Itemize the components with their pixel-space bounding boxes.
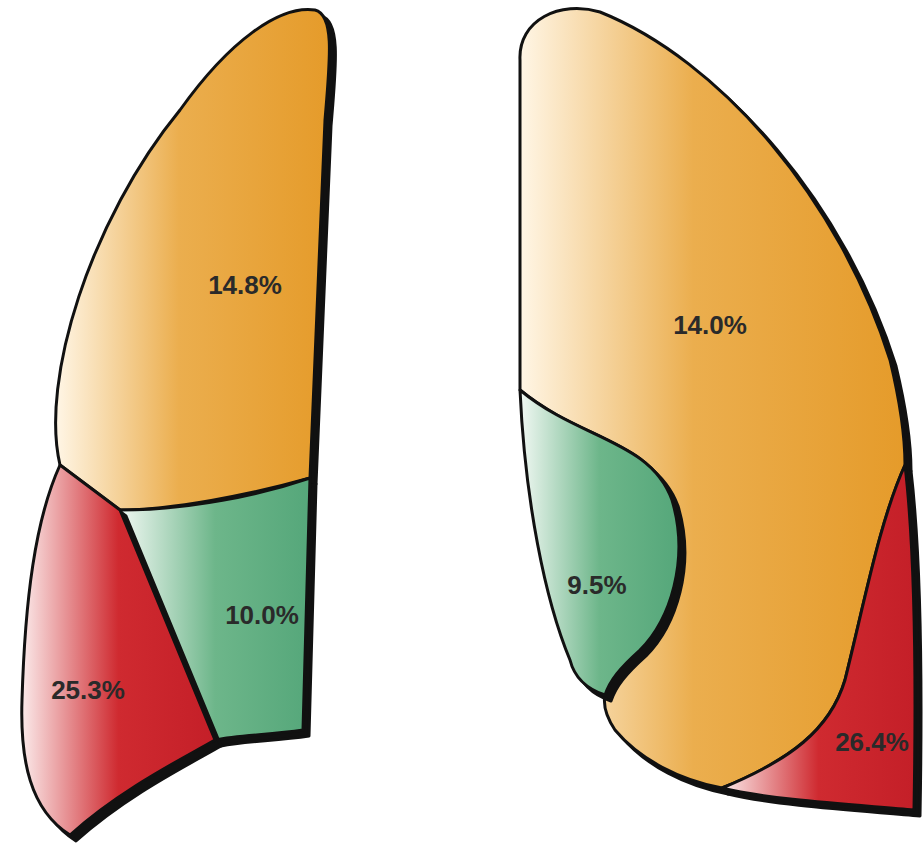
lobe-fill xyxy=(520,390,679,695)
lobe-fill xyxy=(56,10,330,510)
lobe-shape xyxy=(15,0,345,520)
lung-lobe: 26.4% xyxy=(715,455,923,820)
lobe-percentage: 14.8% xyxy=(208,272,282,298)
lung-lobe: 14.8% xyxy=(15,0,345,520)
lobe-percentage: 10.0% xyxy=(225,602,299,628)
lobe-percentage: 9.5% xyxy=(567,572,626,598)
lung-lobe: 25.3% xyxy=(15,455,225,845)
lobe-shape xyxy=(15,455,225,845)
lung-lobe: 9.5% xyxy=(510,380,700,710)
lobe-percentage: 14.0% xyxy=(673,312,747,338)
lobe-fill xyxy=(722,465,915,810)
lobe-percentage: 26.4% xyxy=(835,729,909,755)
lobe-shape xyxy=(510,380,700,710)
lobe-percentage: 25.3% xyxy=(51,677,125,703)
lobe-shape xyxy=(715,455,923,820)
lobe-fill xyxy=(22,465,215,835)
